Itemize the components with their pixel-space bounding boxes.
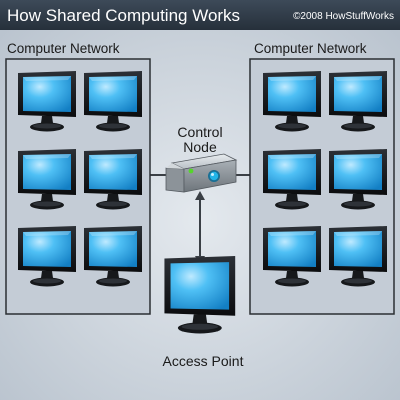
status-led-green xyxy=(188,168,194,174)
header-bar: How Shared Computing Works ©2008 HowStuf… xyxy=(0,0,400,30)
control-node-device-icon xyxy=(165,153,238,193)
access-point-label: Access Point xyxy=(163,353,244,369)
access-point-computer-icon xyxy=(164,256,236,334)
control-node-label-line1: Control xyxy=(177,124,222,140)
control-node-label-line2: Node xyxy=(183,139,217,155)
copyright-text: ©2008 HowStuffWorks xyxy=(293,11,394,22)
header-title: How Shared Computing Works xyxy=(7,6,240,25)
left-network-label: Computer Network xyxy=(7,41,120,56)
right-network-label: Computer Network xyxy=(254,41,367,56)
